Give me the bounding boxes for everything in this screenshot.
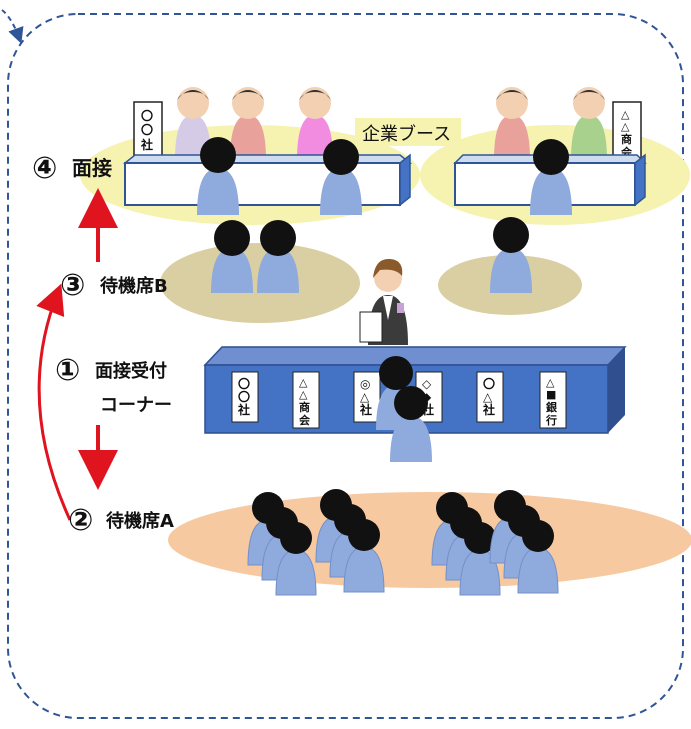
svg-text:◎: ◎ xyxy=(360,377,370,391)
step-4-number: ④ xyxy=(32,151,57,186)
svg-text:社: 社 xyxy=(482,402,495,417)
waiting-a-people xyxy=(247,489,559,596)
step-3-text: 待機席B xyxy=(100,275,168,297)
reception-sign-1: △ △ 商 会 xyxy=(292,371,320,429)
waiting-a-person-head xyxy=(464,522,496,554)
reception-sign-2: ◎ △ 社 xyxy=(353,371,381,423)
svg-text:銀: 銀 xyxy=(546,400,557,414)
waiting-area-a xyxy=(168,492,691,588)
waiting-a-person-head xyxy=(522,520,554,552)
booth-area-label-box xyxy=(355,118,461,146)
reception-sign-4: 〇 △ 社 xyxy=(476,371,504,423)
reception-seekers xyxy=(376,356,432,462)
booth-seekers xyxy=(197,137,572,215)
svg-text:△: △ xyxy=(299,376,308,389)
svg-text:行: 行 xyxy=(545,413,557,427)
reception-staff xyxy=(359,258,408,345)
svg-text:〇: 〇 xyxy=(238,389,250,404)
step-2-number: ② xyxy=(68,503,93,538)
reception-sign-0: 〇 〇 社 xyxy=(231,371,259,423)
booth-sign-right-char-1: △ xyxy=(621,120,630,133)
booth-sign-left-char-0: 〇 xyxy=(141,108,153,123)
step-1-text-line1: 面接受付 xyxy=(95,360,167,382)
booth-staff-right xyxy=(494,87,607,160)
svg-text:△: △ xyxy=(546,376,555,389)
step-1-number: ① xyxy=(55,353,80,388)
arrow-2-to-3 xyxy=(36,283,72,521)
booth-table-left xyxy=(122,153,413,207)
waiting-b-people xyxy=(211,217,532,293)
dashed-border-frame xyxy=(7,13,684,719)
reception-signs: 〇 〇 社 △ △ 商 会 ◎ △ 社 ◇ ◆ 社 〇 △ 社 xyxy=(231,371,567,429)
step-2-text: 待機席A xyxy=(106,510,174,532)
booth-area-label: 企業ブース xyxy=(362,123,451,145)
booth-sign-right-char-2: 商 xyxy=(621,132,632,146)
step-4-text: 面接 xyxy=(72,156,112,180)
step-3-label: ③ 待機席B xyxy=(60,268,168,303)
svg-text:■: ■ xyxy=(546,388,556,401)
reception-sign-5: △ ■ 銀 行 xyxy=(539,371,567,429)
svg-text:社: 社 xyxy=(237,402,250,417)
svg-text:社: 社 xyxy=(359,402,372,417)
booth-sign-right: △ △ 商 会 xyxy=(612,101,642,165)
waiting-a-person-head xyxy=(348,519,380,551)
svg-text:△: △ xyxy=(483,390,493,404)
waiting-a-person-head xyxy=(280,522,312,554)
svg-text:〇: 〇 xyxy=(483,376,495,391)
booth-sign-left-char-1: 〇 xyxy=(141,122,153,137)
step-2-label: ② 待機席A xyxy=(68,503,174,538)
svg-text:会: 会 xyxy=(299,413,311,427)
svg-text:◇: ◇ xyxy=(422,377,432,391)
entry-arrow xyxy=(1,9,24,44)
step-1-text-line2: コーナー xyxy=(100,395,172,416)
svg-text:商: 商 xyxy=(299,400,310,414)
step-4-label: ④ 面接 xyxy=(32,151,112,186)
booth-sign-left-char-2: 社 xyxy=(140,137,153,152)
step-1-label: ① 面接受付 コーナー xyxy=(55,353,172,416)
booth-staff-left xyxy=(175,87,333,160)
booth-sign-right-char-0: △ xyxy=(621,108,630,121)
svg-text:△: △ xyxy=(360,390,370,404)
step-3-number: ③ xyxy=(60,268,85,303)
svg-text:△: △ xyxy=(299,388,308,401)
svg-text:◆: ◆ xyxy=(422,390,432,404)
svg-text:〇: 〇 xyxy=(238,376,250,391)
